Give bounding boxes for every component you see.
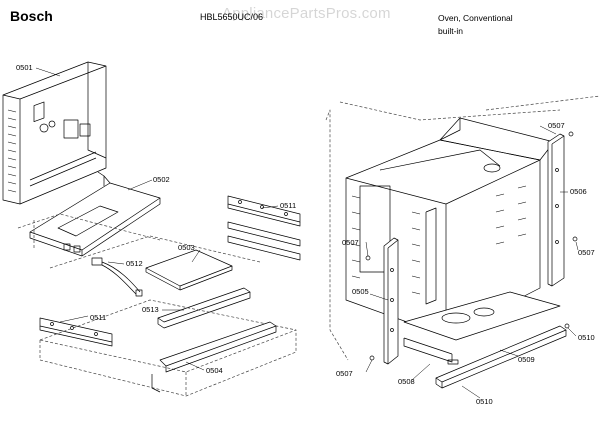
part-label-0504: 0504	[206, 366, 223, 375]
part-label-0501: 0501	[16, 63, 33, 72]
appliance-description: Oven, Conventional built-in	[438, 12, 513, 38]
oven-cavity-outline	[325, 95, 600, 361]
front-trim-part	[435, 323, 570, 389]
wire-harness-part	[91, 257, 143, 297]
part-label-0509: 0509	[518, 355, 535, 364]
long-rail-part	[157, 287, 251, 329]
support-plate-part	[145, 249, 233, 291]
part-label-0507-bottom: 0507	[336, 369, 353, 378]
base-chassis-front-part	[151, 321, 277, 393]
part-label-0506: 0506	[570, 187, 587, 196]
part-label-0511-right: 0511	[280, 201, 296, 210]
part-label-0511-left: 0511	[90, 313, 106, 322]
description-line-1: Oven, Conventional	[438, 13, 513, 23]
part-label-0513: 0513	[142, 305, 159, 314]
part-label-0510-right: 0510	[578, 333, 595, 342]
brand-name: Bosch	[10, 8, 53, 24]
part-label-0502: 0502	[153, 175, 170, 184]
part-label-0507-top: 0507	[548, 121, 565, 130]
part-label-0508: 0508	[398, 377, 415, 386]
part-label-0505: 0505	[352, 287, 369, 296]
part-labels: 0501 0502 0503 0504 0505 0506 0507 0507 …	[16, 63, 595, 406]
part-label-0507-left: 0507	[342, 238, 359, 247]
watermark: AppliancePartsPros.com	[222, 5, 391, 22]
electronics-tray-part	[29, 171, 161, 257]
description-line-2: built-in	[438, 26, 464, 36]
part-label-0507-right: 0507	[578, 248, 595, 257]
bracket-rail-left-part	[39, 317, 113, 347]
part-label-0512: 0512	[126, 259, 143, 268]
leader-lines	[35, 67, 579, 399]
side-rail-right-part	[547, 131, 578, 287]
part-label-0510-bottom: 0510	[476, 397, 493, 406]
oven-floor-part	[403, 291, 561, 365]
rear-panel-part	[2, 61, 107, 205]
side-rail-left-part	[365, 237, 399, 365]
part-label-0503: 0503	[178, 243, 195, 252]
model-number: HBL5650UC/06	[200, 12, 264, 22]
bracket-rail-right-part	[227, 195, 301, 261]
base-chassis-part	[17, 213, 297, 397]
